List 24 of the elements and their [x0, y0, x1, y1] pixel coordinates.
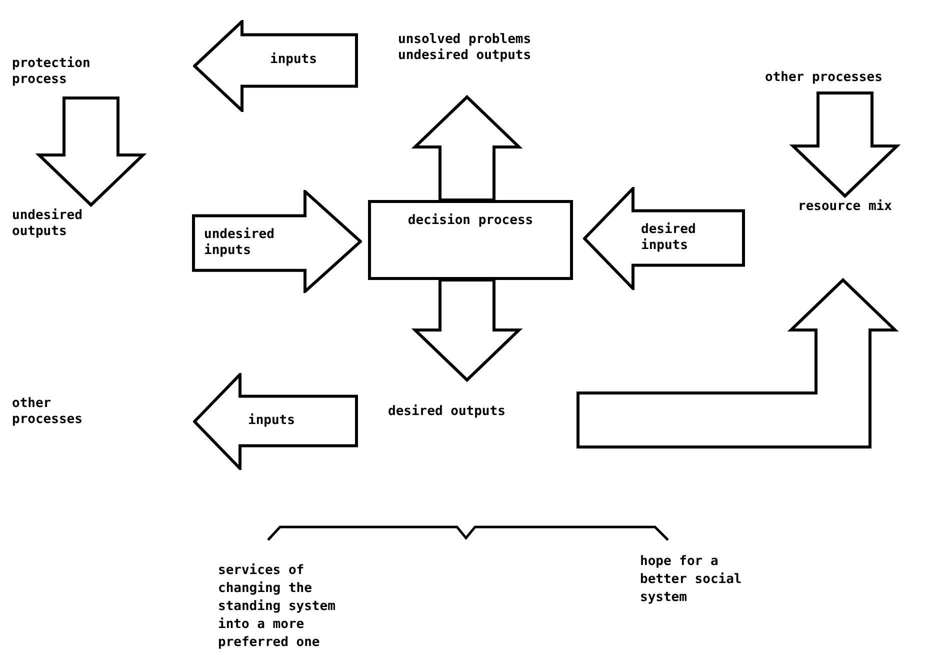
node-label: other processes: [765, 70, 884, 86]
node-text: inputs: [248, 413, 296, 429]
block-arrow: [193, 373, 358, 470]
block-arrow: [411, 94, 523, 202]
note-text: services of changing the standing system into a more preferred one: [218, 562, 336, 652]
block-arrow: [789, 92, 901, 198]
node-label: unsolved problems undesired outputs: [398, 32, 532, 64]
note-text: hope for a better social system: [640, 553, 743, 607]
process-box: [368, 200, 573, 280]
block-arrow: [35, 96, 147, 208]
node-text: desired inputs: [641, 222, 697, 254]
node-label: undesired outputs: [12, 208, 84, 240]
block-arrow: [583, 187, 745, 290]
node-text: inputs: [269, 52, 318, 68]
node-label: resource mix: [798, 199, 893, 215]
block-arrow: [576, 278, 899, 448]
node-label: other processes: [12, 396, 84, 428]
block-arrow: [192, 190, 362, 293]
node-label: protection process: [12, 56, 92, 88]
node-label: desired outputs: [388, 404, 506, 420]
block-arrow: [411, 278, 523, 382]
block-arrow: [193, 20, 358, 112]
node-text: undesired inputs: [204, 227, 276, 260]
node-text: decision process: [408, 213, 534, 229]
